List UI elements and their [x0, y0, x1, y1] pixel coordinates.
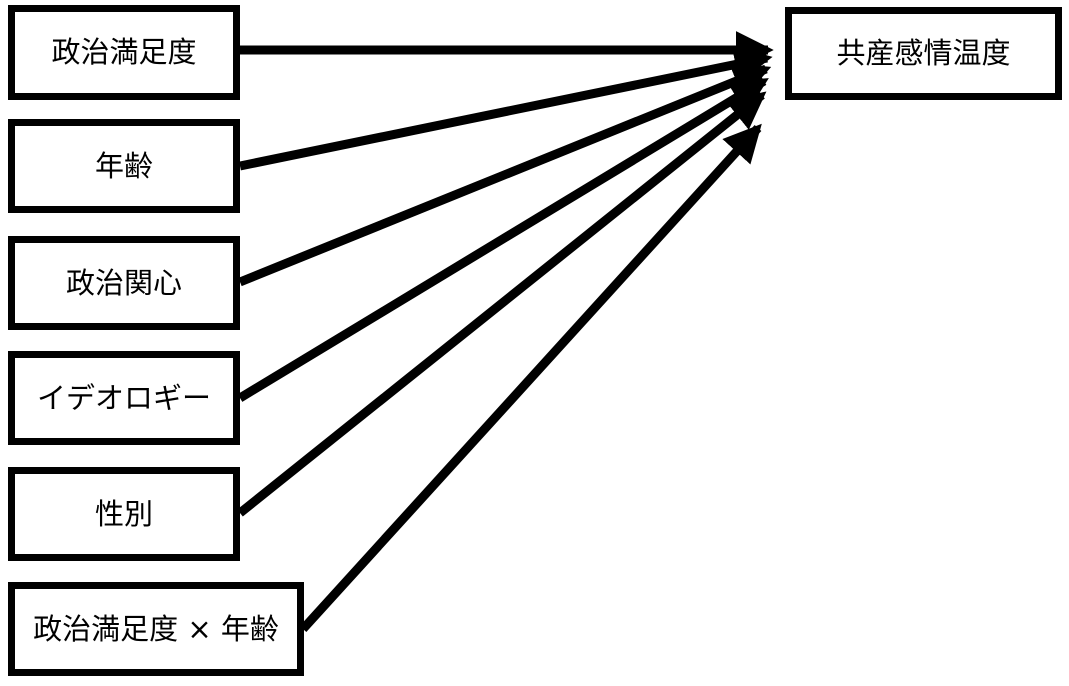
box-political-satisfaction: 政治満足度 — [8, 5, 240, 100]
box-label-outcome: 共産感情温度 — [836, 36, 1011, 71]
box-label-political-satisfaction: 政治満足度 — [51, 35, 197, 70]
arrow-gender-to-outcome — [237, 91, 767, 517]
box-label-political-interest: 政治関心 — [65, 265, 182, 300]
box-interaction-satisfaction-age: 政治満足度 × 年齢 — [8, 582, 304, 676]
box-label-ideology: イデオロギー — [36, 380, 211, 415]
box-label-age: 年齢 — [94, 148, 153, 183]
box-political-interest: 政治関心 — [8, 236, 240, 330]
box-label-gender: 性別 — [94, 496, 153, 531]
box-age: 年齢 — [8, 119, 240, 213]
box-ideology: イデオロギー — [8, 351, 240, 445]
box-gender: 性別 — [8, 467, 240, 561]
arrow-political-interest-to-outcome — [238, 63, 772, 287]
arrow-age-to-outcome — [239, 45, 773, 171]
arrow-ideology-to-outcome — [237, 77, 769, 402]
box-label-interaction-satisfaction-age: 政治満足度 × 年齢 — [33, 611, 279, 646]
arrow-interaction-to-outcome — [299, 123, 762, 633]
box-outcome-communist-feeling-thermometer: 共産感情温度 — [785, 7, 1062, 100]
